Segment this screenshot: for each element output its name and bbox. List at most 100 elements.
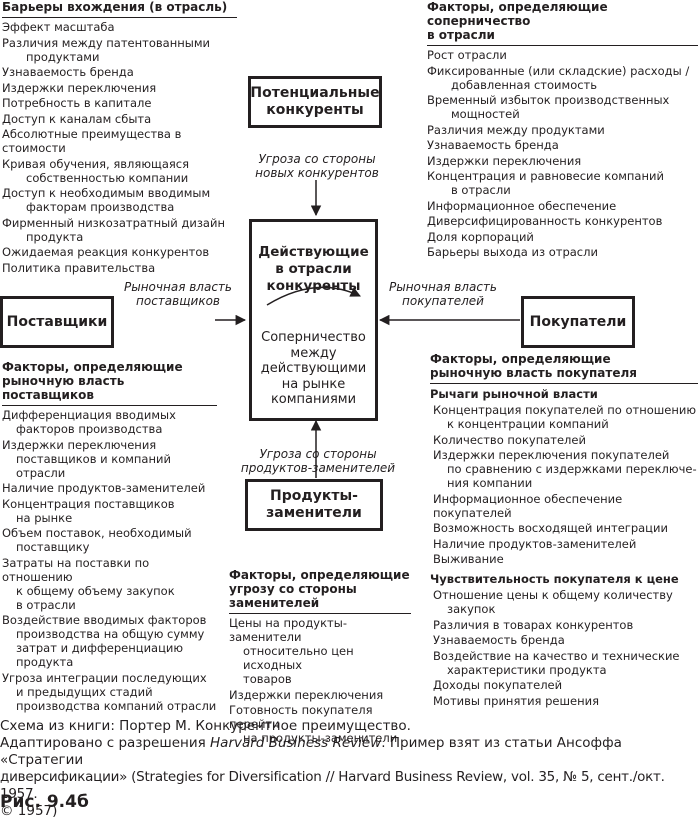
list-item: Политика правительства [2, 260, 156, 275]
list-item: продукта [26, 229, 84, 244]
rivalry-description: Соперничество между действующими на рынк… [260, 330, 367, 407]
label-line: Рыночная власть [389, 280, 497, 294]
substitute-factors-title-line2: угрозу со стороны [229, 582, 357, 596]
substitutes-label: Продукты-заменители [266, 488, 362, 521]
divider [2, 17, 237, 18]
list-item: Барьеры выхода из отрасли [427, 245, 598, 259]
list-item: Доля корпораций [427, 229, 534, 244]
list-item: характеристики продукта [447, 662, 607, 677]
supplier-factors-list: Дифференциация вводимых факторов произво… [2, 408, 217, 713]
buyer-power-label: Рыночная власть покупателей [383, 280, 503, 308]
list-item: к общему объему закупок [16, 583, 175, 598]
substitute-factors-section: Факторы, определяющие угрозу со стороны … [229, 568, 411, 747]
list-item: производства компаний отрасли [16, 698, 217, 713]
rivalry-list: Рост отрасли Фиксированные (или складски… [427, 48, 698, 259]
industry-competitors-box: Действующие в отрасли конкуренты Соперни… [249, 219, 378, 421]
journal-name: Harvard Business Review [210, 735, 382, 751]
rivalry-title-line2: в отрасли [427, 28, 495, 42]
label-line: Угроза со стороны [258, 152, 376, 166]
list-item: по сравнению с издержками переключе- [447, 462, 697, 476]
list-item: Количество покупателей [433, 432, 586, 447]
list-item: Концентрация покупателей по отношению [433, 403, 697, 417]
list-item: Возможность восходящей интеграции [433, 521, 668, 535]
list-item: Концентрация поставщиков [2, 496, 175, 511]
list-item: Доступ к необходимым вводимым [2, 186, 211, 200]
list-item: Выживание [433, 552, 504, 566]
list-item: Воздействие на качество и технические [433, 648, 680, 663]
new-entrants-threat-label: Угроза со стороны новых конкурентов [236, 152, 398, 180]
label-line: Угроза со стороны [259, 447, 377, 461]
list-item: на рынке [16, 510, 73, 525]
caption-line: Схема из книги: Портер М. Конкурентное п… [0, 718, 411, 734]
buyers-label: Покупатели [529, 313, 627, 330]
list-item: Издержки переключения [427, 153, 582, 168]
rivalry-title-line1: Факторы, определяющие соперничество [427, 0, 608, 28]
caption-text: . Пример взят из статьи Ансоффа «Стратег… [0, 735, 622, 768]
supplier-factors-title-line1: Факторы, определяющие [2, 360, 183, 374]
list-item: Диверсифицированность конкурентов [427, 214, 663, 228]
buyer-price-sensitivity-title: Чувствительность покупателя к цене [430, 572, 679, 586]
list-item: факторам производства [26, 200, 175, 214]
list-item: затрат и дифференциацию [16, 641, 184, 655]
list-item: Наличие продуктов-заменителей [433, 536, 637, 551]
list-item: на продукты-заменители [243, 731, 398, 745]
caption-line: диверсификации» (Strategies for Diversif… [0, 769, 665, 802]
list-item: производства на общую сумму [16, 627, 205, 641]
label-line: покупателей [402, 294, 484, 308]
potential-competitors-label: Потенциальные конкуренты [250, 85, 380, 118]
list-item: добавленная стоимость [451, 77, 598, 92]
list-item: Ожидаемая реакция конкурентов [2, 245, 210, 259]
substitutes-box: Продукты-заменители [245, 479, 383, 531]
list-item: Фиксированные (или складские) расходы / [427, 63, 690, 78]
list-item: Информационное обеспечение покупателей [433, 491, 623, 520]
list-item: Абсолютные преимущества в стоимости [2, 127, 182, 155]
rivalry-arc [266, 286, 361, 306]
list-item: Цены на продукты-заменители [229, 616, 347, 644]
label-line: поставщиков [136, 294, 220, 308]
list-item: поставщику [16, 540, 90, 554]
list-item: поставщиков и компаний отрасли [16, 451, 171, 480]
list-item: Узнаваемость бренда [2, 65, 134, 79]
list-item: в отрасли [16, 597, 76, 612]
label-line: новых конкурентов [255, 166, 379, 180]
suppliers-label: Поставщики [6, 313, 108, 330]
list-item: и предыдущих стадий [16, 684, 153, 699]
supplier-power-label: Рыночная власть поставщиков [118, 280, 238, 308]
list-item: продукта [16, 655, 74, 669]
list-item: Наличие продуктов-заменителей [2, 481, 206, 495]
source-caption: Схема из книги: Портер М. Конкурентное п… [0, 718, 700, 820]
industry-competitors-title: Действующие в отрасли конкуренты [258, 244, 369, 294]
substitute-factors-list: Цены на продукты-заменители относительно… [229, 616, 411, 745]
label-line: продуктов-заменителей [240, 461, 396, 475]
caption-line: Адаптировано с разрешения Harvard Busine… [0, 735, 700, 769]
list-item: Эффект масштаба [2, 20, 115, 34]
barriers-list: Эффект масштаба Различия между патентова… [2, 20, 237, 275]
list-item: Различия в товарах конкурентов [433, 617, 634, 632]
suppliers-box: Поставщики [0, 296, 114, 348]
list-item: продуктами [26, 49, 100, 64]
list-item: Информационное обеспечение [427, 198, 617, 213]
list-item: Издержки переключения покупателей [433, 448, 670, 462]
list-item: Готовность покупателя перейти [229, 703, 373, 731]
buyers-box: Покупатели [521, 296, 635, 348]
label-line: Рыночная власть [124, 280, 232, 294]
divider [427, 45, 698, 46]
caption-line: © 1957) [0, 803, 58, 819]
list-item: Мотивы принятия решения [433, 693, 600, 708]
list-item: Различия между продуктами [427, 122, 605, 137]
potential-competitors-box: Потенциальные конкуренты [248, 76, 382, 128]
buyer-factors-section: Факторы, определяющие рыночную власть по… [430, 352, 698, 709]
list-item: Различия между патентованными [2, 35, 210, 50]
list-item: относительно цен исходных [243, 644, 354, 672]
list-item: Кривая обучения, являющаяся [2, 156, 190, 171]
list-item: Издержки переключения [2, 80, 157, 95]
list-item: Рост отрасли [427, 48, 507, 62]
list-item: Потребность в капитале [2, 96, 152, 110]
list-item: товаров [243, 672, 292, 686]
list-item: Узнаваемость бренда [433, 633, 565, 647]
list-item: Воздействие вводимых факторов [2, 613, 207, 627]
list-item: Издержки переключения [229, 687, 384, 702]
divider [2, 405, 217, 406]
buyer-price-list: Отношение цены к общему количеству закуп… [430, 588, 698, 708]
substitute-factors-title-line3: заменителей [229, 596, 320, 610]
